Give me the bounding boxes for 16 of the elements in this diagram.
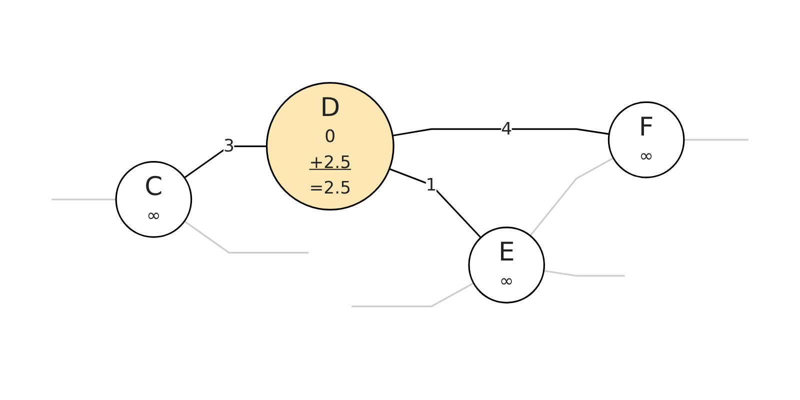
connector xyxy=(52,198,116,200)
connector xyxy=(352,282,474,308)
connector xyxy=(392,128,610,136)
node-circle: E ∞ xyxy=(468,226,546,304)
edge-label: 4 xyxy=(501,118,512,139)
connector xyxy=(544,270,625,277)
node-circle: C ∞ xyxy=(115,161,192,238)
node-circle: F ∞ xyxy=(608,101,685,178)
connector xyxy=(389,168,482,238)
edge-label: 3 xyxy=(224,136,234,156)
connector xyxy=(684,139,748,141)
connector xyxy=(530,157,614,236)
connector xyxy=(184,220,309,254)
connector xyxy=(184,145,267,178)
node-circle: D 0 +2.5 =2.5 xyxy=(266,82,394,210)
edge-label: 1 xyxy=(426,174,437,195)
